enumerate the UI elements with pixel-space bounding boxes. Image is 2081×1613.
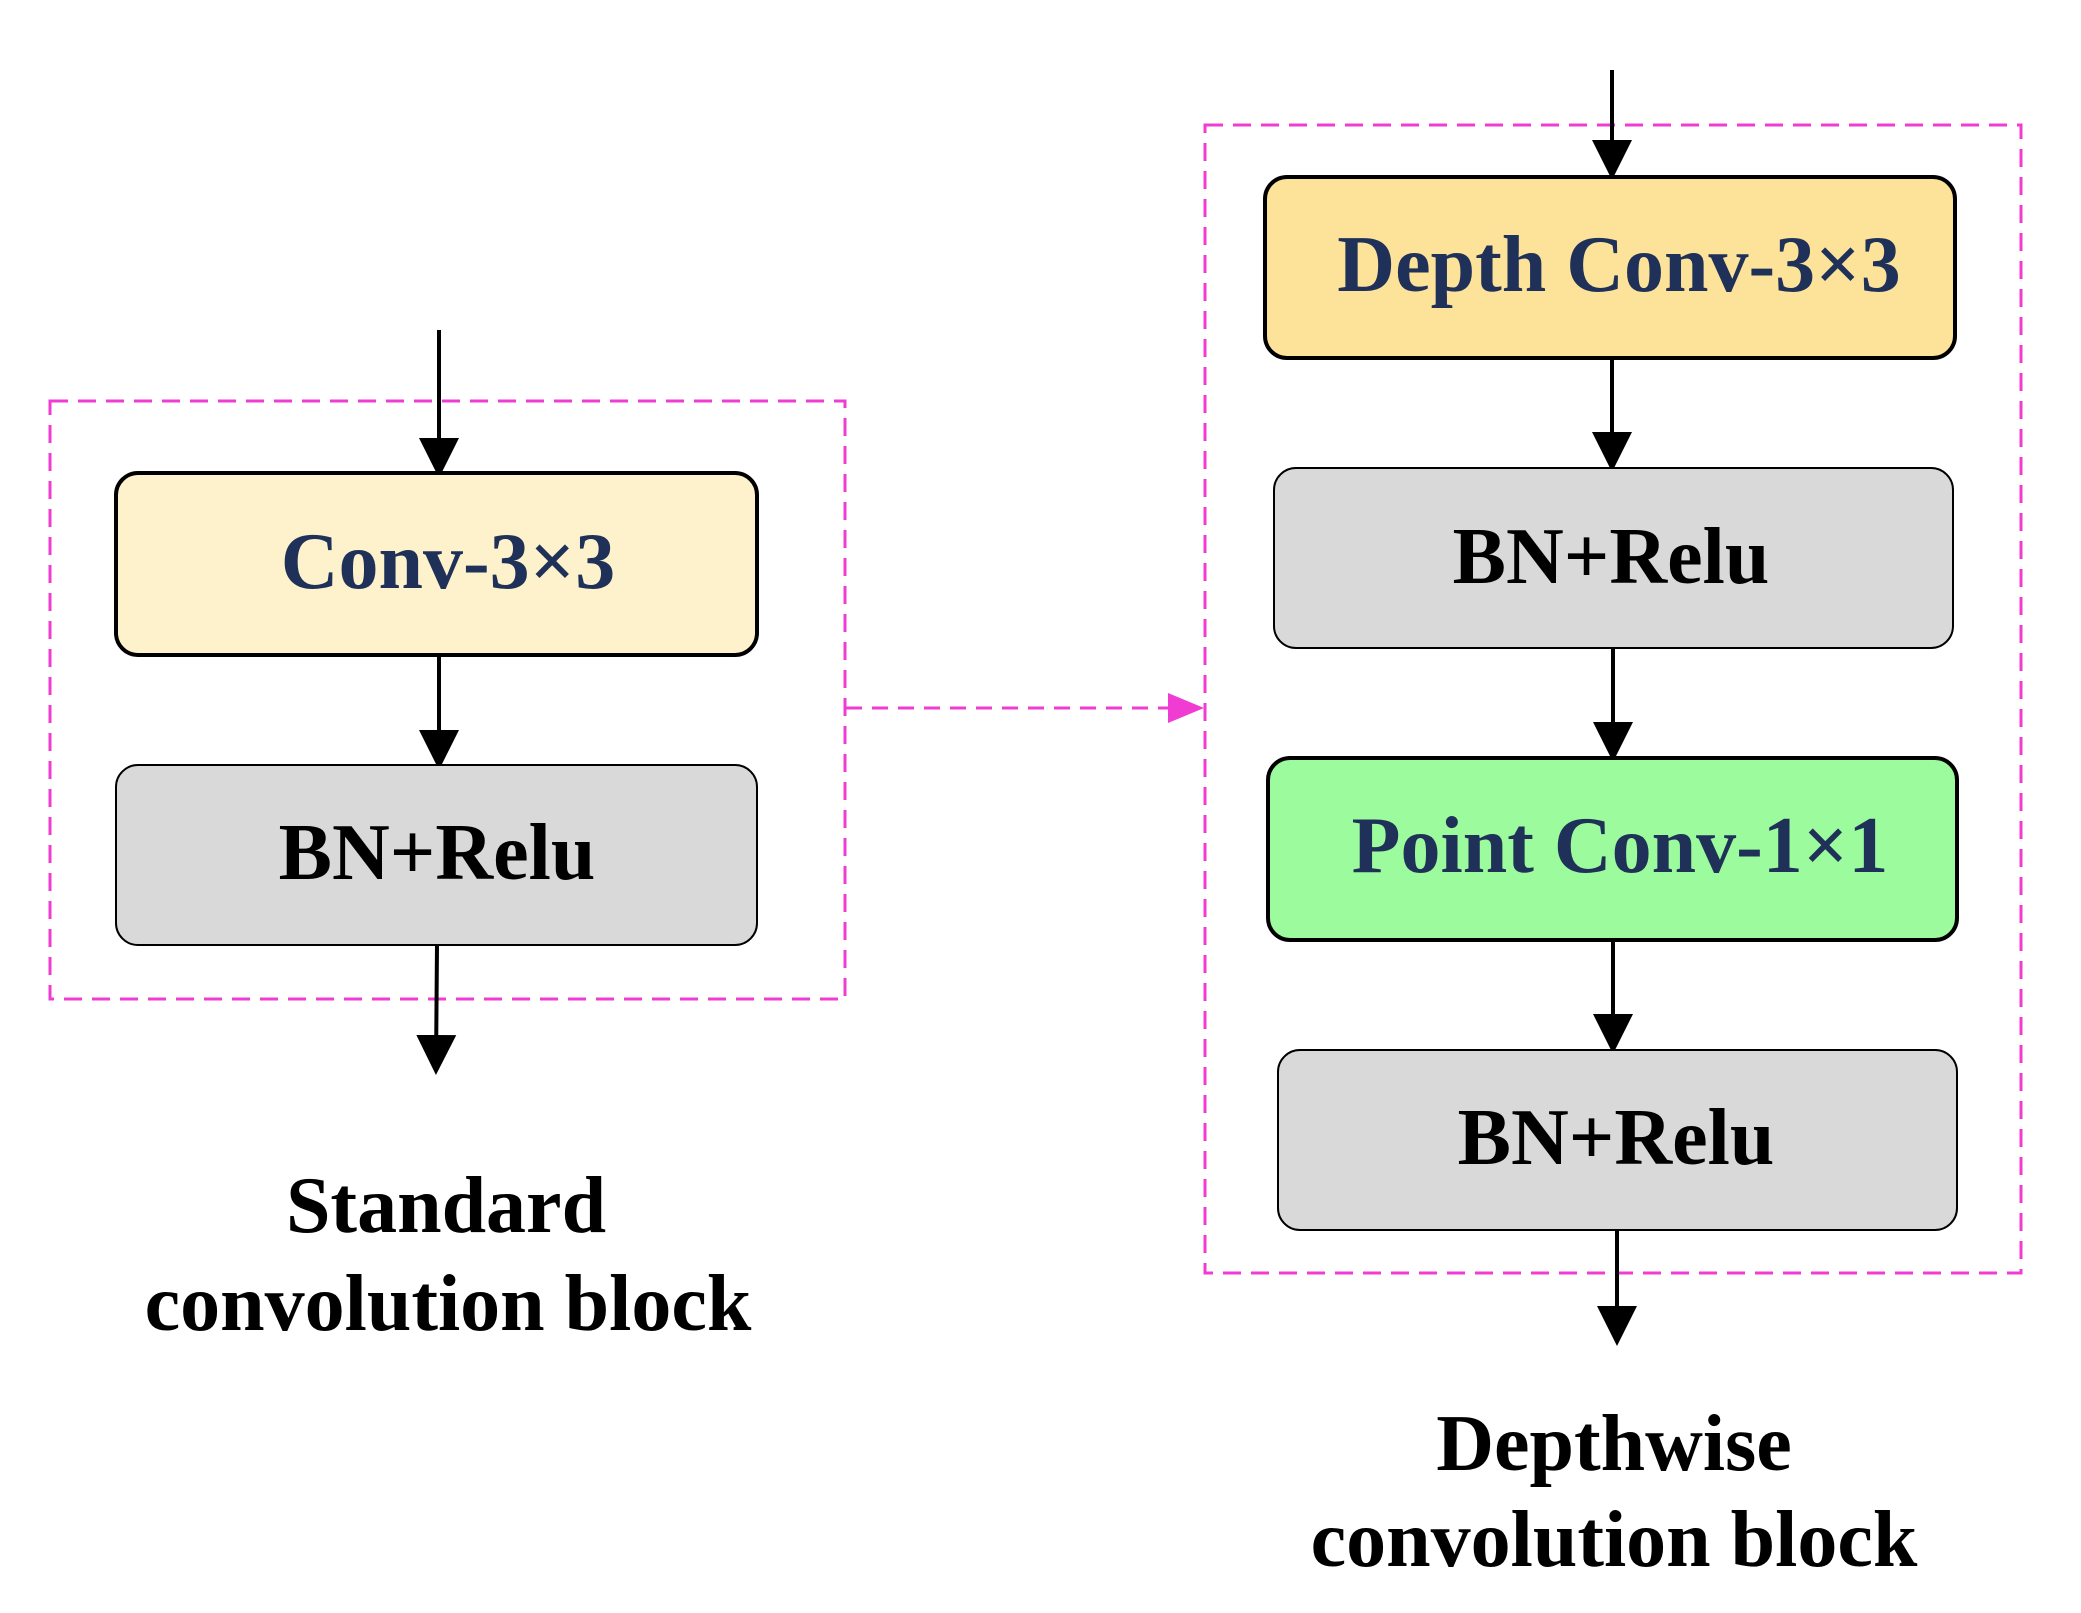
depthwise-bn-relu-node-1: BN+Relu [1273, 467, 1954, 649]
depthwise-bn-relu-label-1: BN+Relu [1453, 513, 1770, 601]
depthwise-convolution-block: Depth Conv-3×3 BN+Relu Point Conv-1×1 BN… [1203, 70, 2023, 1584]
standard-block-dashed-border [48, 399, 847, 1001]
depthwise-caption-line2: convolution block [1311, 1496, 1918, 1584]
standard-conv-label: Conv-3×3 [281, 518, 616, 606]
standard-conv-node: Conv-3×3 [114, 471, 759, 657]
standard-bn-relu-node: BN+Relu [115, 764, 758, 946]
standard-bn-relu-label: BN+Relu [279, 809, 596, 897]
point-conv-label: Point Conv-1×1 [1352, 802, 1889, 890]
standard-convolution-block: Conv-3×3 BN+Relu Standard convolution bl… [48, 330, 847, 1348]
standard-output-arrow [416, 944, 457, 1075]
depth-conv-label: Depth Conv-3×3 [1337, 221, 1900, 309]
depthwise-bn-relu-label-2: BN+Relu [1458, 1094, 1775, 1182]
depth-conv-node: Depth Conv-3×3 [1263, 175, 1957, 360]
standard-caption-line2: convolution block [145, 1260, 752, 1348]
depthwise-caption-line1: Depthwise [1436, 1400, 1792, 1488]
standard-caption-line1: Standard [286, 1162, 606, 1250]
depthwise-bn-relu-node-2: BN+Relu [1277, 1049, 1958, 1231]
point-conv-node: Point Conv-1×1 [1266, 756, 1959, 942]
